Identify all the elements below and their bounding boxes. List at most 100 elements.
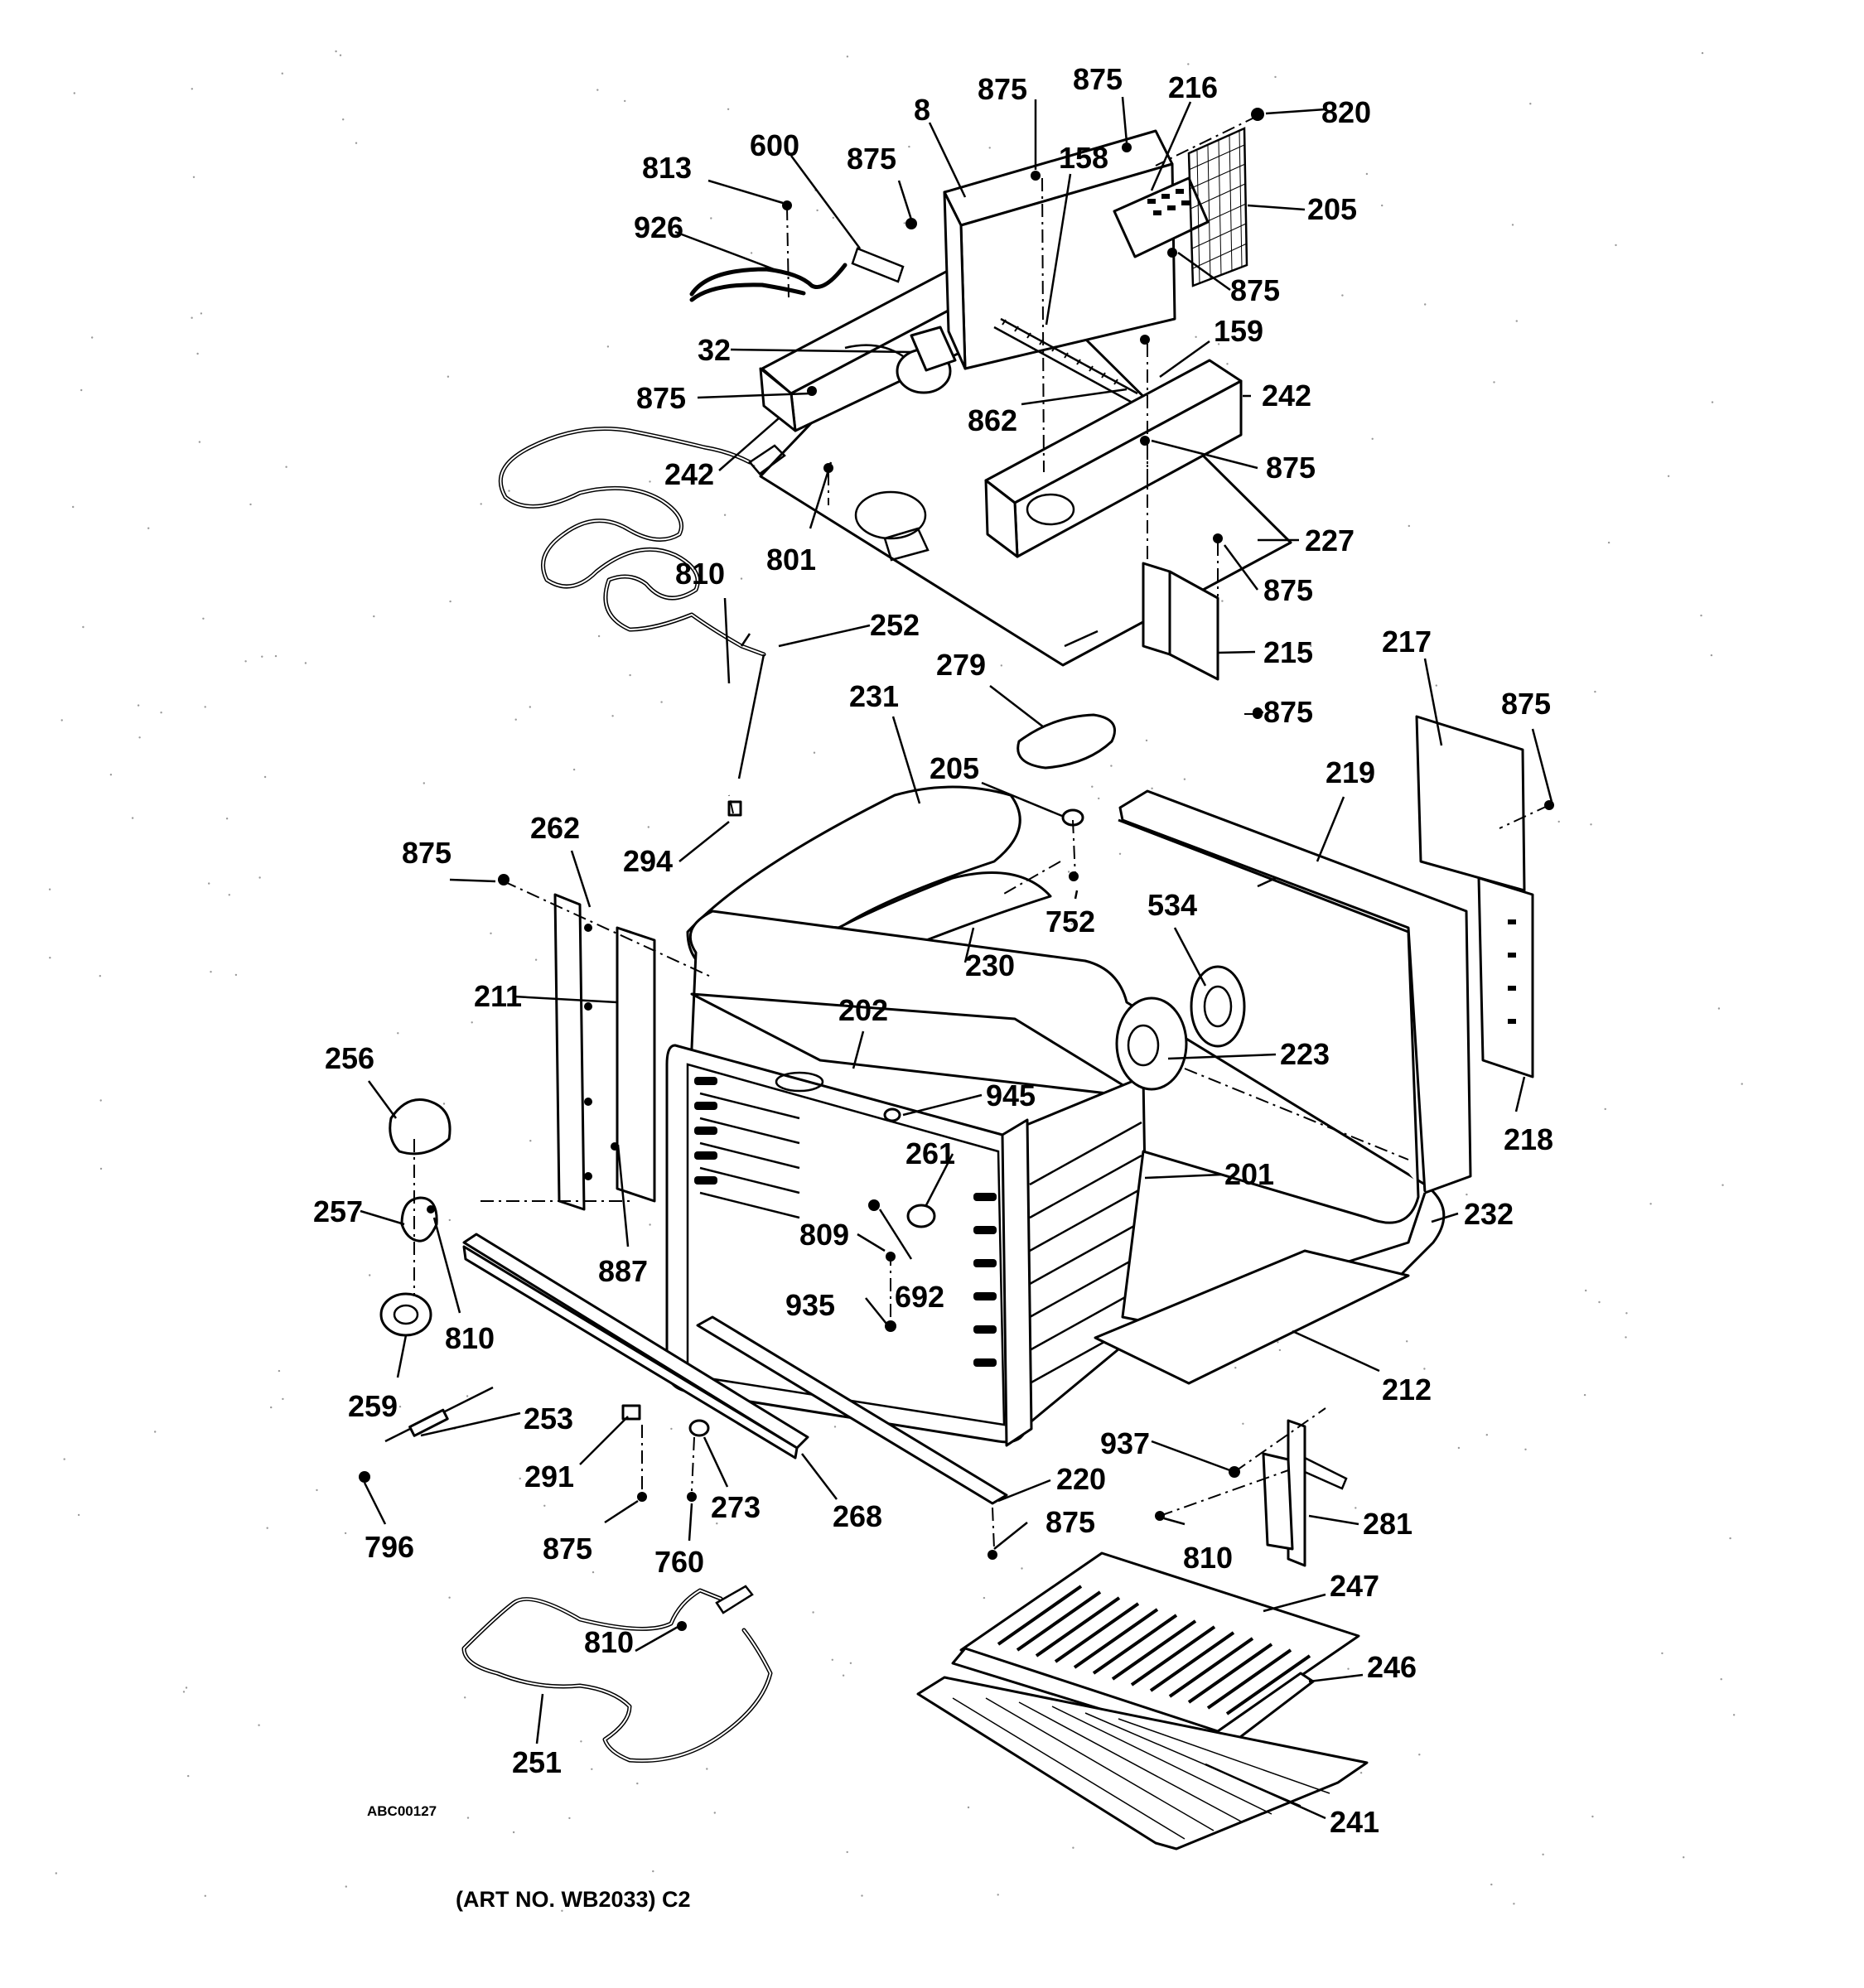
rack-wires bbox=[952, 1697, 1330, 1840]
speck-dot bbox=[1607, 541, 1610, 544]
callout-159: 159 bbox=[1214, 314, 1263, 348]
speck-dot bbox=[202, 617, 205, 620]
knob-stem bbox=[400, 1196, 438, 1242]
speck-dot bbox=[1091, 785, 1094, 788]
speck-dot bbox=[1700, 614, 1702, 617]
callout-259: 259 bbox=[348, 1389, 398, 1423]
speck-dot bbox=[55, 1872, 58, 1875]
speck-dot bbox=[369, 1274, 371, 1276]
speck-dot bbox=[649, 480, 651, 483]
callout-32: 32 bbox=[698, 333, 731, 367]
speck-dot bbox=[1098, 797, 1100, 800]
vent-cover bbox=[1113, 176, 1210, 258]
speck-dot bbox=[471, 1021, 473, 1024]
speck-dot bbox=[1661, 1652, 1664, 1655]
speck-dot bbox=[1013, 94, 1016, 96]
callout-223: 223 bbox=[1280, 1037, 1330, 1071]
speck-dot bbox=[355, 142, 358, 144]
callout-279: 279 bbox=[936, 648, 986, 682]
callout-246: 246 bbox=[1367, 1650, 1417, 1684]
right-vent-top bbox=[1415, 715, 1526, 892]
callout-205-mid: 205 bbox=[930, 751, 979, 785]
speck-dot bbox=[154, 1431, 157, 1433]
speck-dot bbox=[1594, 690, 1596, 693]
speck-dot bbox=[63, 1458, 65, 1460]
speck-dot bbox=[1110, 765, 1113, 767]
pan-slots bbox=[997, 1585, 1311, 1715]
callout-810-knob: 810 bbox=[445, 1321, 495, 1355]
speck-dot bbox=[580, 1740, 582, 1743]
callout-875-c: 875 bbox=[847, 142, 896, 176]
speck-dot bbox=[1021, 1567, 1023, 1570]
speck-dot bbox=[842, 1674, 845, 1677]
callout-261: 261 bbox=[905, 1136, 955, 1170]
speck-dot bbox=[285, 466, 287, 468]
speck-dot bbox=[1490, 1883, 1493, 1886]
speck-dot bbox=[568, 1817, 571, 1820]
callout-926: 926 bbox=[634, 210, 683, 244]
bottom-plate bbox=[1094, 1249, 1410, 1385]
callout-810-bake: 810 bbox=[584, 1625, 634, 1659]
speck-dot bbox=[249, 503, 252, 506]
speck-dot bbox=[713, 1812, 716, 1814]
callout-875-l: 875 bbox=[1045, 1505, 1095, 1539]
speck-dot bbox=[1118, 852, 1122, 856]
speck-dot bbox=[99, 1099, 102, 1102]
speck-dot bbox=[1511, 224, 1514, 226]
speck-dot bbox=[1070, 923, 1073, 925]
speck-dot bbox=[1226, 363, 1229, 365]
speck-dot bbox=[304, 662, 307, 664]
speck-dot bbox=[1274, 75, 1277, 79]
clip bbox=[621, 1404, 641, 1421]
control-knob bbox=[389, 1098, 452, 1156]
speck-dot bbox=[204, 706, 206, 708]
speck-dot bbox=[1590, 823, 1592, 826]
speck-dot bbox=[1466, 1193, 1468, 1196]
speck-dot bbox=[592, 1571, 595, 1574]
callout-875-g: 875 bbox=[1263, 573, 1313, 607]
speck-dot bbox=[192, 176, 196, 178]
speck-dot bbox=[490, 932, 492, 935]
speck-dot bbox=[466, 1395, 469, 1397]
speck-dot bbox=[1423, 1368, 1426, 1370]
speck-dot bbox=[1583, 1393, 1586, 1397]
speck-dot bbox=[908, 145, 910, 148]
speck-dot bbox=[244, 660, 247, 663]
callout-262: 262 bbox=[530, 811, 580, 845]
speck-dot bbox=[1710, 654, 1713, 657]
speck-dot bbox=[1529, 103, 1532, 105]
speck-dot bbox=[543, 1504, 546, 1508]
callout-875-b: 875 bbox=[1073, 62, 1123, 96]
bottom-trim bbox=[696, 1315, 1008, 1505]
speck-dot bbox=[60, 719, 63, 721]
figure-caption: (ART NO. WB2033) C2 bbox=[456, 1887, 691, 1912]
speck-dot bbox=[611, 715, 614, 717]
speck-dot bbox=[1625, 1312, 1628, 1315]
callout-158: 158 bbox=[1059, 141, 1108, 175]
callout-887: 887 bbox=[598, 1254, 648, 1288]
speck-dot bbox=[1591, 1815, 1594, 1818]
callout-875-i: 875 bbox=[1501, 687, 1551, 721]
callout-242-left: 242 bbox=[664, 457, 714, 491]
speck-dot bbox=[861, 1894, 863, 1897]
speck-dot bbox=[282, 1397, 284, 1401]
speck-dot bbox=[91, 336, 94, 339]
callout-220: 220 bbox=[1056, 1462, 1106, 1496]
speck-dot bbox=[1585, 1289, 1587, 1292]
speck-dot bbox=[73, 92, 76, 94]
speck-dot bbox=[48, 888, 51, 890]
wire-harness bbox=[689, 263, 847, 297]
callout-252: 252 bbox=[870, 608, 920, 642]
callout-875-h: 875 bbox=[1263, 695, 1313, 729]
right-vent-bottom bbox=[1477, 876, 1534, 1078]
speck-dot bbox=[1598, 1300, 1601, 1304]
callout-813: 813 bbox=[642, 151, 692, 185]
speck-dot bbox=[442, 1103, 446, 1105]
assembly-axes bbox=[413, 115, 1550, 1550]
speck-dot bbox=[339, 54, 342, 56]
speck-dot bbox=[1457, 1446, 1461, 1450]
speck-dot bbox=[200, 312, 203, 315]
callout-752: 752 bbox=[1045, 905, 1095, 939]
fan-cover-cap bbox=[1017, 713, 1116, 770]
speck-dot bbox=[1408, 524, 1411, 528]
